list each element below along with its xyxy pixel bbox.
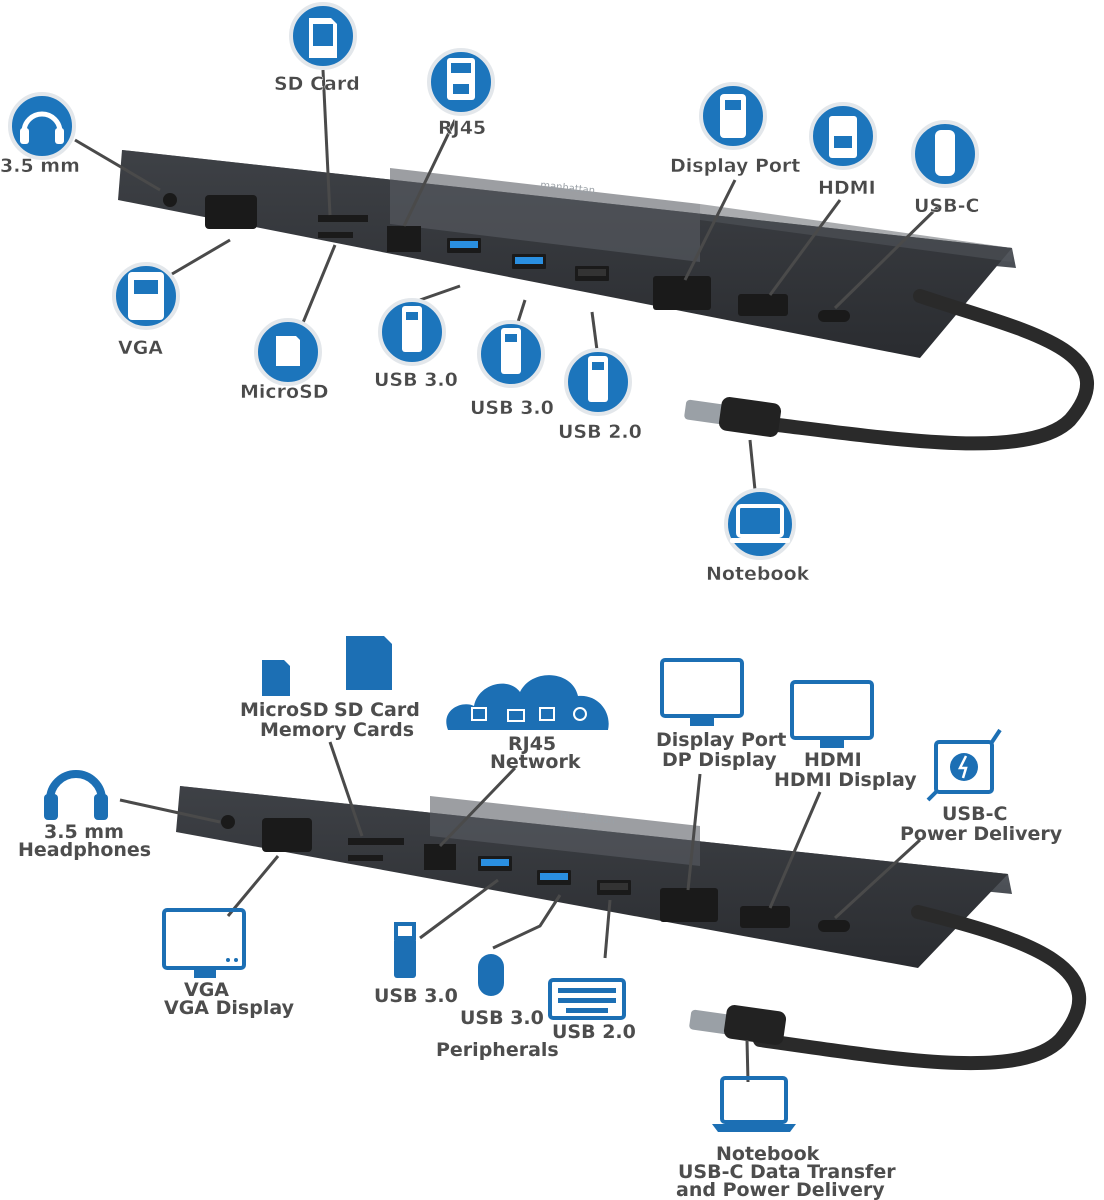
label-usb3a: USB 3.0 xyxy=(374,369,458,391)
label-dp-2: DP Display xyxy=(662,749,777,771)
dock-cable xyxy=(763,289,1094,451)
label-audio-2: Headphones xyxy=(18,839,151,861)
usbc-plug xyxy=(689,1009,731,1035)
hdmi-port xyxy=(740,906,790,928)
label-usb3b: USB 3.0 xyxy=(460,1007,544,1029)
microsd-icon xyxy=(262,660,290,696)
label-hdmi-2: HDMI Display xyxy=(774,769,917,791)
usb3-port-2 xyxy=(512,254,546,269)
power-delivery-icon xyxy=(926,728,1002,802)
vga-port xyxy=(205,195,257,229)
monitor-icon-dp xyxy=(660,658,744,726)
label-usb2: USB 2.0 xyxy=(552,1021,636,1043)
microsd-bubble xyxy=(254,318,322,386)
label-usb3a: USB 3.0 xyxy=(374,985,458,1007)
sd-bubble xyxy=(289,2,357,70)
audio-bubble xyxy=(8,92,76,160)
dock-cable xyxy=(753,905,1087,1071)
label-audio-1: 3.5 mm xyxy=(44,821,124,843)
usb2-port xyxy=(575,266,609,281)
audio-port xyxy=(221,815,235,829)
label-network-1: RJ45 xyxy=(508,733,556,755)
label-microsd: MicroSD xyxy=(240,381,329,403)
cloud-network-icon xyxy=(446,675,609,730)
sd-card-icon xyxy=(346,636,392,690)
label-sd: SD Card xyxy=(274,73,360,95)
label-rj45: RJ45 xyxy=(438,117,486,139)
label-usb2: USB 2.0 xyxy=(558,421,642,443)
label-dp-1: Display Port xyxy=(656,729,786,751)
mouse-icon xyxy=(478,954,504,996)
laptop-icon xyxy=(712,1076,796,1132)
rj45-bubble xyxy=(427,48,495,116)
usbc-plug xyxy=(684,399,726,425)
keyboard-icon xyxy=(548,978,626,1020)
microsd-slot xyxy=(348,855,383,861)
usbc-bubble xyxy=(911,120,979,188)
hdmi-port xyxy=(738,294,788,316)
sd-slot xyxy=(348,838,404,845)
headphones-icon xyxy=(44,770,108,820)
label-usbc-1: USB-C xyxy=(942,803,1007,825)
vga-plug-icon xyxy=(128,272,164,320)
usb3-port-1 xyxy=(478,856,512,871)
label-notebook-1: Notebook xyxy=(716,1143,820,1165)
usbc-port xyxy=(818,920,850,932)
label-vga-2: VGA Display xyxy=(164,997,295,1019)
usbc-plug-icon xyxy=(935,130,955,176)
label-hdmi-1: HDMI xyxy=(804,749,862,771)
microsd-slot xyxy=(318,232,353,238)
dock-top: manhattan xyxy=(118,150,1016,358)
usb3b-bubble xyxy=(477,320,545,388)
audio-port xyxy=(163,193,177,207)
label-usbc-2: Power Delivery xyxy=(900,823,1063,845)
usbc-port xyxy=(818,310,850,322)
usb3-port-1 xyxy=(447,238,481,253)
label-hdmi: HDMI xyxy=(818,177,876,199)
usb2-bubble xyxy=(564,348,632,416)
label-vga-1: VGA xyxy=(184,979,229,1001)
rj45-port xyxy=(387,226,421,252)
monitor-icon-hdmi xyxy=(790,680,874,748)
label-notebook-2: USB-C Data Transfer xyxy=(678,1161,896,1183)
label-notebook: Notebook xyxy=(706,563,810,585)
notebook-bubble xyxy=(724,488,796,560)
laptop-icon xyxy=(736,504,784,538)
label-usb3b: USB 3.0 xyxy=(470,397,554,419)
label-audio: 3.5 mm xyxy=(0,155,80,177)
dp-port xyxy=(660,888,718,922)
usb2-port xyxy=(597,880,631,895)
label-vga: VGA xyxy=(118,337,163,359)
microsd-icon xyxy=(276,336,300,366)
label-dp: Display Port xyxy=(670,155,800,177)
label-usbc: USB-C xyxy=(914,195,979,217)
bottom-diagram: manhattan xyxy=(18,636,1087,1200)
monitor-icon-vga xyxy=(162,908,246,978)
dock-bottom: manhattan xyxy=(176,786,1012,968)
dp-bubble xyxy=(699,82,767,150)
vga-bubble xyxy=(112,262,180,330)
rj45-port xyxy=(424,844,456,870)
label-notebook-3: and Power Delivery xyxy=(676,1179,885,1200)
label-cards-2: Memory Cards xyxy=(260,719,414,741)
top-diagram: manhattan xyxy=(0,2,1094,585)
sd-slot xyxy=(318,215,368,222)
vga-port xyxy=(262,818,312,852)
hdmi-bubble xyxy=(809,102,877,170)
usb-stick-icon xyxy=(394,922,416,978)
usb3-port-2 xyxy=(537,870,571,885)
label-network-2: Network xyxy=(490,751,581,773)
label-cards-1: MicroSD xyxy=(240,699,329,721)
label-cards-1b: SD Card xyxy=(334,699,420,721)
label-peripherals: Peripherals xyxy=(436,1039,559,1061)
dp-port xyxy=(653,276,711,310)
headphones-icon xyxy=(21,111,63,133)
usb3a-bubble xyxy=(378,298,446,366)
